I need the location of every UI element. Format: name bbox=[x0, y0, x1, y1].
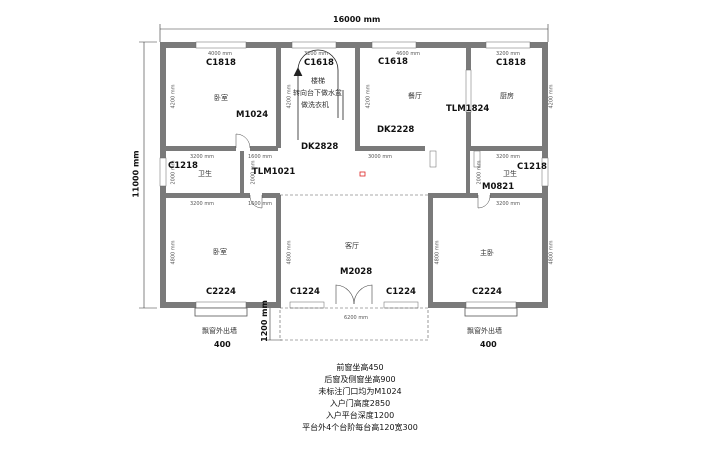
code-c1218-right: C1218 bbox=[517, 162, 547, 172]
dim-hall-left-width: 1600 mm bbox=[248, 154, 273, 160]
room-wc-left: 卫生 bbox=[198, 170, 212, 178]
note-2: 后窗及侧窗坐高900 bbox=[324, 375, 396, 384]
code-m1024: M1024 bbox=[236, 110, 269, 120]
code-c1618-dining: C1618 bbox=[378, 57, 408, 67]
note-6: 平台外4个台阶每台高120宽300 bbox=[302, 423, 418, 432]
code-dk2228: DK2228 bbox=[377, 125, 415, 135]
code-c1224-right: C1224 bbox=[386, 287, 416, 297]
dim-wc-right-width: 3200 mm bbox=[496, 154, 521, 160]
code-c1218-left: C1218 bbox=[168, 161, 198, 171]
room-bedroom-sw: 卧室 bbox=[213, 248, 227, 256]
code-m0821: M0821 bbox=[482, 182, 515, 192]
code-m2028: M2028 bbox=[340, 267, 373, 277]
room-wc-right: 卫生 bbox=[503, 170, 517, 178]
note-4: 入户门高度2850 bbox=[329, 399, 391, 408]
code-tlm1021: TLM1021 bbox=[252, 167, 296, 177]
note-5: 入户平台深度1200 bbox=[325, 411, 395, 420]
dim-sw-door-width: 1600 mm bbox=[248, 201, 273, 207]
porch-depth: 1200 mm bbox=[259, 300, 269, 342]
code-c1618-stair: C1618 bbox=[304, 58, 334, 68]
dim-hall-width: 3000 mm bbox=[368, 154, 393, 160]
dimension-lines bbox=[139, 24, 549, 341]
dim-dining-depth: 4200 mm bbox=[365, 84, 372, 109]
dim-bedroom-sw-depth: 4800 mm bbox=[170, 240, 177, 265]
bay-windows bbox=[194, 307, 518, 317]
code-c2224-right: C2224 bbox=[472, 287, 502, 297]
overall-depth: 11000 mm bbox=[131, 150, 141, 198]
dim-stair-depth: 4200 mm bbox=[286, 84, 293, 109]
center-mark bbox=[359, 171, 366, 177]
dim-stair-width: 3200 mm bbox=[304, 51, 329, 57]
code-dk2828: DK2828 bbox=[301, 142, 339, 152]
overall-width: 16000 mm bbox=[333, 15, 381, 24]
dim-wc-right-depth: 2000 mm bbox=[476, 160, 483, 185]
note-1: 前窗坐高450 bbox=[336, 363, 384, 372]
stair-label: 楼梯 bbox=[311, 77, 325, 85]
code-tlm1824: TLM1824 bbox=[446, 104, 490, 114]
bay-value-left: 400 bbox=[214, 340, 231, 349]
interior-doors bbox=[235, 133, 491, 209]
stair-arrow bbox=[293, 49, 344, 140]
dim-kitchen-depth: 4200 mm bbox=[548, 84, 555, 109]
windows bbox=[159, 41, 549, 309]
room-dining: 餐厅 bbox=[408, 92, 422, 100]
bay-label-right: 飘窗外出墙 bbox=[467, 327, 502, 335]
dim-platform-width: 6200 mm bbox=[344, 315, 369, 321]
dim-bedroom-sw-width: 3200 mm bbox=[190, 201, 215, 207]
code-c1818-left: C1818 bbox=[206, 58, 236, 68]
room-living: 客厅 bbox=[345, 242, 359, 250]
dim-master-width: 3200 mm bbox=[496, 201, 521, 207]
room-kitchen: 厨房 bbox=[500, 92, 514, 100]
dim-master-left-depth: 4800 mm bbox=[434, 240, 441, 265]
stair-note-1: 转向台下做水盆 bbox=[293, 89, 342, 97]
dim-master-right-depth: 4800 mm bbox=[548, 240, 555, 265]
code-c1224-left: C1224 bbox=[290, 287, 320, 297]
room-bedroom-nw: 卧室 bbox=[214, 94, 228, 102]
dim-bedroom-nw-width: 4000 mm bbox=[208, 51, 233, 57]
entry-door bbox=[335, 284, 373, 306]
dim-bedroom-nw-depth: 4200 mm bbox=[170, 84, 177, 109]
room-master: 主卧 bbox=[480, 249, 494, 257]
bay-value-right: 400 bbox=[480, 340, 497, 349]
bay-label-left: 飘窗外出墙 bbox=[202, 327, 237, 335]
code-c2224-left: C2224 bbox=[206, 287, 236, 297]
dim-living-depth: 4800 mm bbox=[286, 240, 293, 265]
dim-kitchen-width: 3200 mm bbox=[496, 51, 521, 57]
dim-wc-left-width: 3200 mm bbox=[190, 154, 215, 160]
note-3: 未标注门口均为M1024 bbox=[318, 387, 402, 396]
dim-dining-width: 4600 mm bbox=[396, 51, 421, 57]
stair-note-2: 做洗衣机 bbox=[301, 101, 329, 109]
code-c1818-right: C1818 bbox=[496, 58, 526, 68]
